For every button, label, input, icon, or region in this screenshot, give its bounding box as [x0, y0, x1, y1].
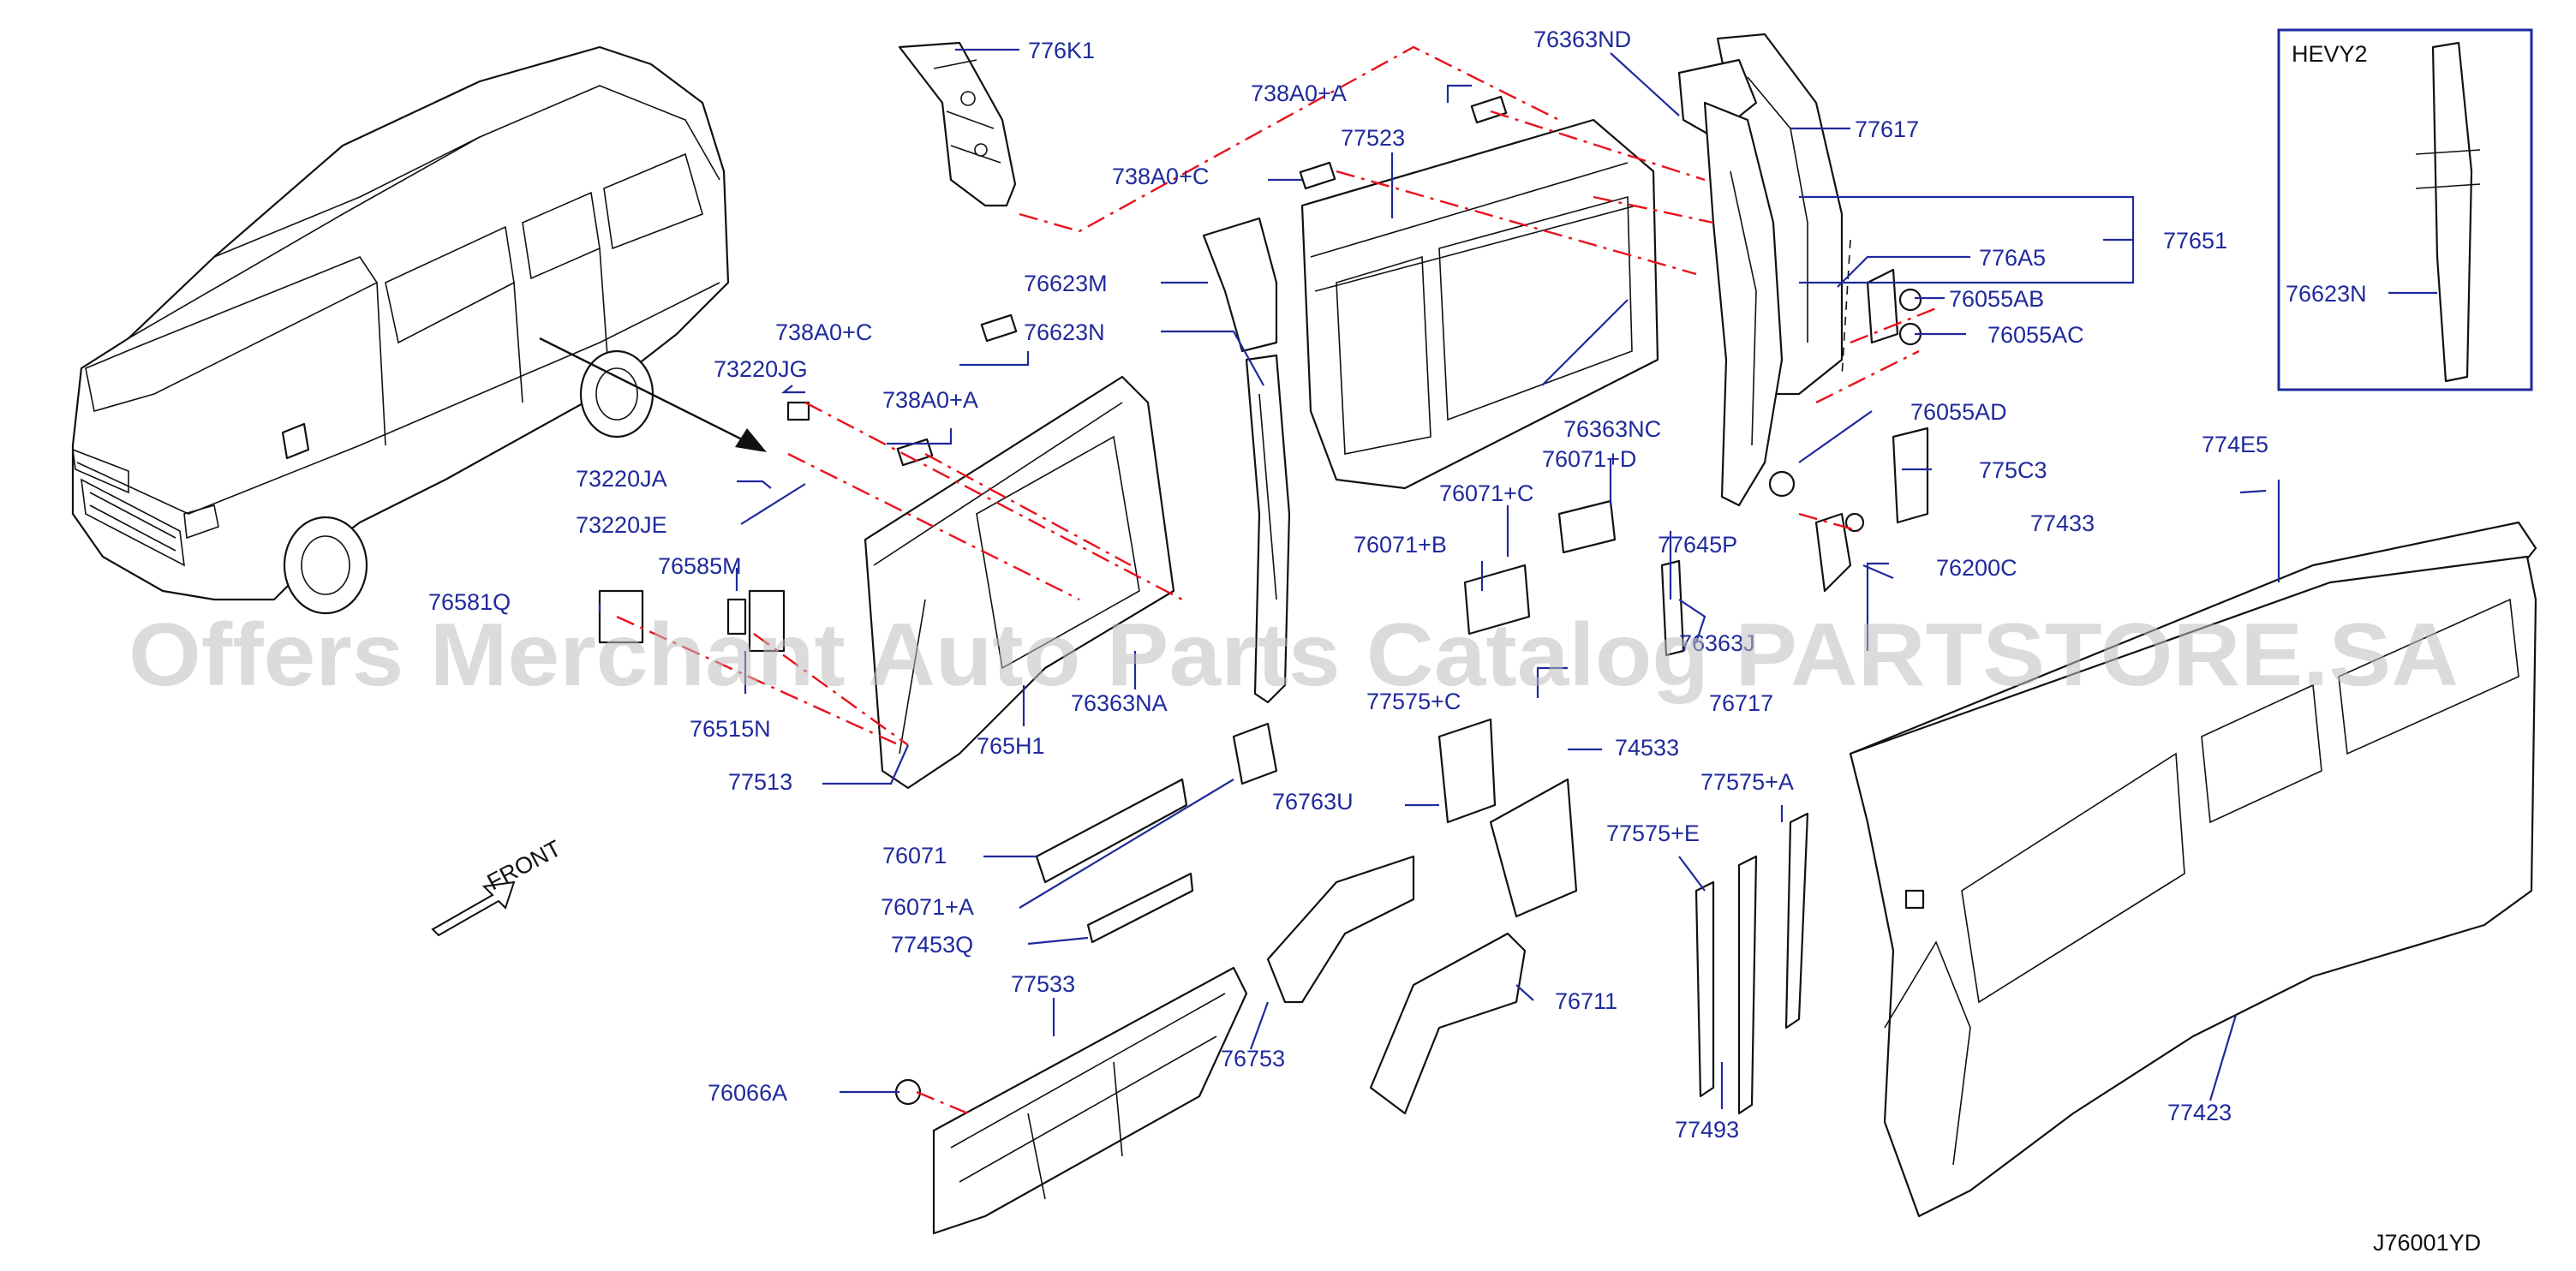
label-776A5: 776A5: [1979, 245, 2046, 271]
label-77453Q: 77453Q: [891, 932, 973, 958]
label-76071: 76071: [882, 843, 947, 868]
label-77645P: 77645P: [1658, 532, 1737, 558]
inset-label: HEVY2: [2292, 41, 2368, 67]
part-76623M: [1202, 217, 1278, 353]
label-77533: 77533: [1011, 971, 1075, 997]
label-77513: 77513: [728, 769, 792, 795]
watermark-text: Offers Merchant Auto Parts Catalog PARTS…: [129, 606, 2459, 705]
part-small-clips: [598, 95, 1929, 1106]
diagram-code: J76001YD: [2373, 1230, 2481, 1256]
label-76363NC: 76363NC: [1563, 416, 1661, 442]
label-74533: 74533: [1615, 735, 1679, 761]
leader-lines: [598, 48, 2280, 1109]
label-76055AC: 76055AC: [1987, 322, 2084, 348]
part-76623N-pillar: [1245, 354, 1291, 704]
label-77617: 77617: [1855, 116, 1919, 142]
front-label: FRONT: [483, 835, 565, 895]
label-776K1: 776K1: [1028, 38, 1095, 63]
label-76071+C: 76071+C: [1439, 480, 1533, 506]
label-76066A: 76066A: [708, 1080, 787, 1106]
label-76763U: 76763U: [1272, 789, 1354, 815]
front-direction-arrow: FRONT: [431, 835, 565, 937]
label-73220JG: 73220JG: [714, 356, 808, 382]
part-76711-wheelhouse: [1369, 932, 1527, 1115]
inset-hevy2: HEVY2 76623N: [2277, 28, 2533, 391]
label-76711: 76711: [1555, 988, 1617, 1014]
label-738A0+C: 738A0+C: [1112, 164, 1209, 189]
label-77575+A: 77575+A: [1700, 769, 1794, 795]
label-76071+B: 76071+B: [1354, 532, 1447, 558]
label-76363ND: 76363ND: [1533, 27, 1631, 52]
label-765H1: 765H1: [977, 733, 1045, 759]
part-77645P-pillar: [1703, 101, 1784, 507]
label-775C3: 775C3: [1979, 457, 2047, 483]
part-labels: 776K1 738A0+A 738A0+C 77523 76363ND 7761…: [428, 27, 2268, 1143]
part-77533-floor-side: [932, 966, 1248, 1235]
part-76071-brackets: [1035, 499, 1617, 944]
label-76071+A: 76071+A: [881, 894, 974, 920]
van-illustration: [71, 45, 767, 615]
part-776K1: [898, 41, 1017, 207]
label-76363NA: 76363NA: [1071, 690, 1168, 716]
alignment-lines: [616, 45, 1937, 1115]
label-76623M: 76623M: [1024, 271, 1108, 296]
label-73220JE: 73220JE: [576, 512, 667, 538]
label-76623N: 76623N: [1024, 319, 1105, 345]
part-77423-outer-side-panel: [1849, 555, 2537, 1218]
label-73220JA: 73220JA: [576, 466, 667, 492]
label-774E5: 774E5: [2202, 432, 2268, 457]
label-77493: 77493: [1675, 1117, 1739, 1143]
label-738A0+C-2: 738A0+C: [775, 319, 872, 345]
label-76753: 76753: [1221, 1046, 1285, 1071]
label-77651: 77651: [2163, 228, 2227, 254]
label-77575+C: 77575+C: [1366, 689, 1461, 714]
label-76363J: 76363J: [1679, 630, 1755, 656]
part-77523-rear-panel: [1300, 118, 1659, 490]
label-76055AD: 76055AD: [1910, 399, 2007, 425]
part-77513-side-panel: [864, 375, 1175, 790]
label-76585M: 76585M: [658, 553, 742, 579]
part-76753-wheelhouse: [1266, 855, 1415, 1004]
label-76623N-inset: 76623N: [2286, 281, 2367, 307]
label-738A0+A: 738A0+A: [1251, 81, 1347, 106]
label-77423: 77423: [2167, 1100, 2232, 1125]
label-77523: 77523: [1341, 125, 1405, 151]
label-76200C: 76200C: [1936, 555, 2017, 581]
part-77493-strip: [1694, 812, 1809, 1115]
part-74533-bracket: [1437, 718, 1578, 918]
label-76055AB: 76055AB: [1949, 286, 2044, 312]
label-76515N: 76515N: [690, 716, 771, 742]
label-76071+D: 76071+D: [1542, 446, 1636, 472]
label-76581Q: 76581Q: [428, 589, 511, 615]
label-77433: 77433: [2030, 510, 2095, 536]
label-77575+E: 77575+E: [1606, 820, 1700, 846]
label-76717: 76717: [1709, 690, 1773, 716]
label-738A0+A-2: 738A0+A: [882, 387, 978, 413]
